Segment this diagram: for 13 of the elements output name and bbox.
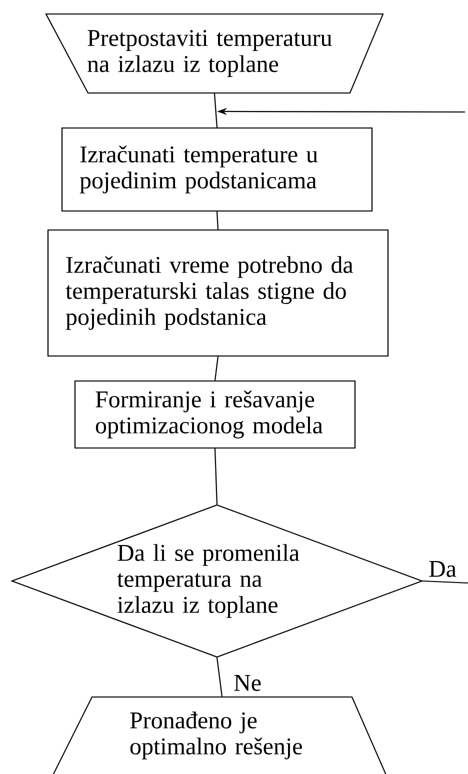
process-box: Izračunati temperature u pojedinim podstanicama (61, 127, 373, 212)
connector-line (214, 356, 219, 381)
edge-label: Ne (232, 674, 263, 692)
output-trapezoid: Pronađeno je optimalno rešenje (51, 696, 388, 774)
input-trapezoid: Pretpostaviti temperaturu na izlazu iz toplane (45, 13, 384, 94)
connector-line (422, 580, 468, 584)
process-box: Formiranje i rešavanje optimizacionog modela (74, 380, 356, 449)
connector-line (214, 94, 218, 128)
connector-line (214, 448, 218, 504)
connector-line (216, 212, 219, 230)
edge-label: Da (428, 560, 458, 578)
process-box: Izračunati vreme potrebno da temperaturski talas stigne do pojedinih podstanica (47, 229, 389, 357)
connector-line (216, 657, 223, 697)
